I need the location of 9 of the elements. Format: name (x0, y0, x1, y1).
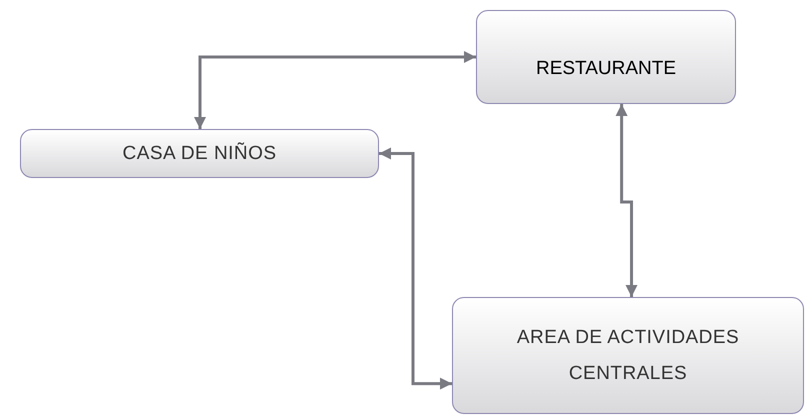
box-label: CASA DE NIÑOS (122, 141, 276, 166)
double-arrow (379, 148, 452, 390)
box-label: AREA DE ACTIVIDADES CENTRALES (516, 326, 740, 386)
rounded-box (452, 297, 804, 414)
rounded-box (20, 129, 379, 178)
box-label: RESTAURANTE (536, 56, 676, 81)
double-arrow (194, 51, 476, 129)
double-arrow (616, 104, 638, 297)
rounded-box (476, 10, 736, 104)
